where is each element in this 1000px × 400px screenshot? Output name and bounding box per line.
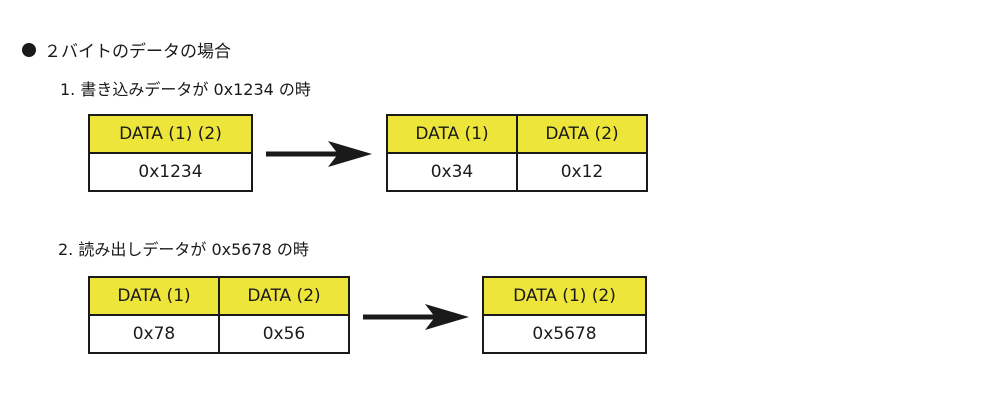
read-split-header-1: DATA (1) <box>88 276 220 316</box>
read-split-value-1: 0x78 <box>88 314 220 354</box>
write-combined-box: DATA (1) (2) 0x1234 <box>88 114 253 192</box>
write-split-header-1: DATA (1) <box>386 114 518 154</box>
write-data-title: 1. 書き込みデータが 0x1234 の時 <box>60 80 311 99</box>
bullet-icon <box>22 42 36 57</box>
read-combined-box: DATA (1) (2) 0x5678 <box>482 276 647 354</box>
read-combined-header: DATA (1) (2) <box>482 276 647 316</box>
read-arrow-icon <box>363 304 469 330</box>
read-combined-value: 0x5678 <box>482 314 647 354</box>
read-data-title: 2. 読み出しデータが 0x5678 の時 <box>58 240 309 259</box>
write-split-header-2: DATA (2) <box>516 114 648 154</box>
read-split-value-2: 0x56 <box>218 314 350 354</box>
section-heading: ２バイトのデータの場合 <box>22 37 231 62</box>
write-split-value-2: 0x12 <box>516 152 648 192</box>
write-split-box: DATA (1) DATA (2) 0x34 0x12 <box>386 114 648 192</box>
write-combined-header: DATA (1) (2) <box>88 114 253 154</box>
write-split-value-1: 0x34 <box>386 152 518 192</box>
section-heading-text: ２バイトのデータの場合 <box>44 42 231 62</box>
write-combined-value: 0x1234 <box>88 152 253 192</box>
write-arrow-icon <box>266 141 372 167</box>
read-split-box: DATA (1) DATA (2) 0x78 0x56 <box>88 276 350 354</box>
read-split-header-2: DATA (2) <box>218 276 350 316</box>
